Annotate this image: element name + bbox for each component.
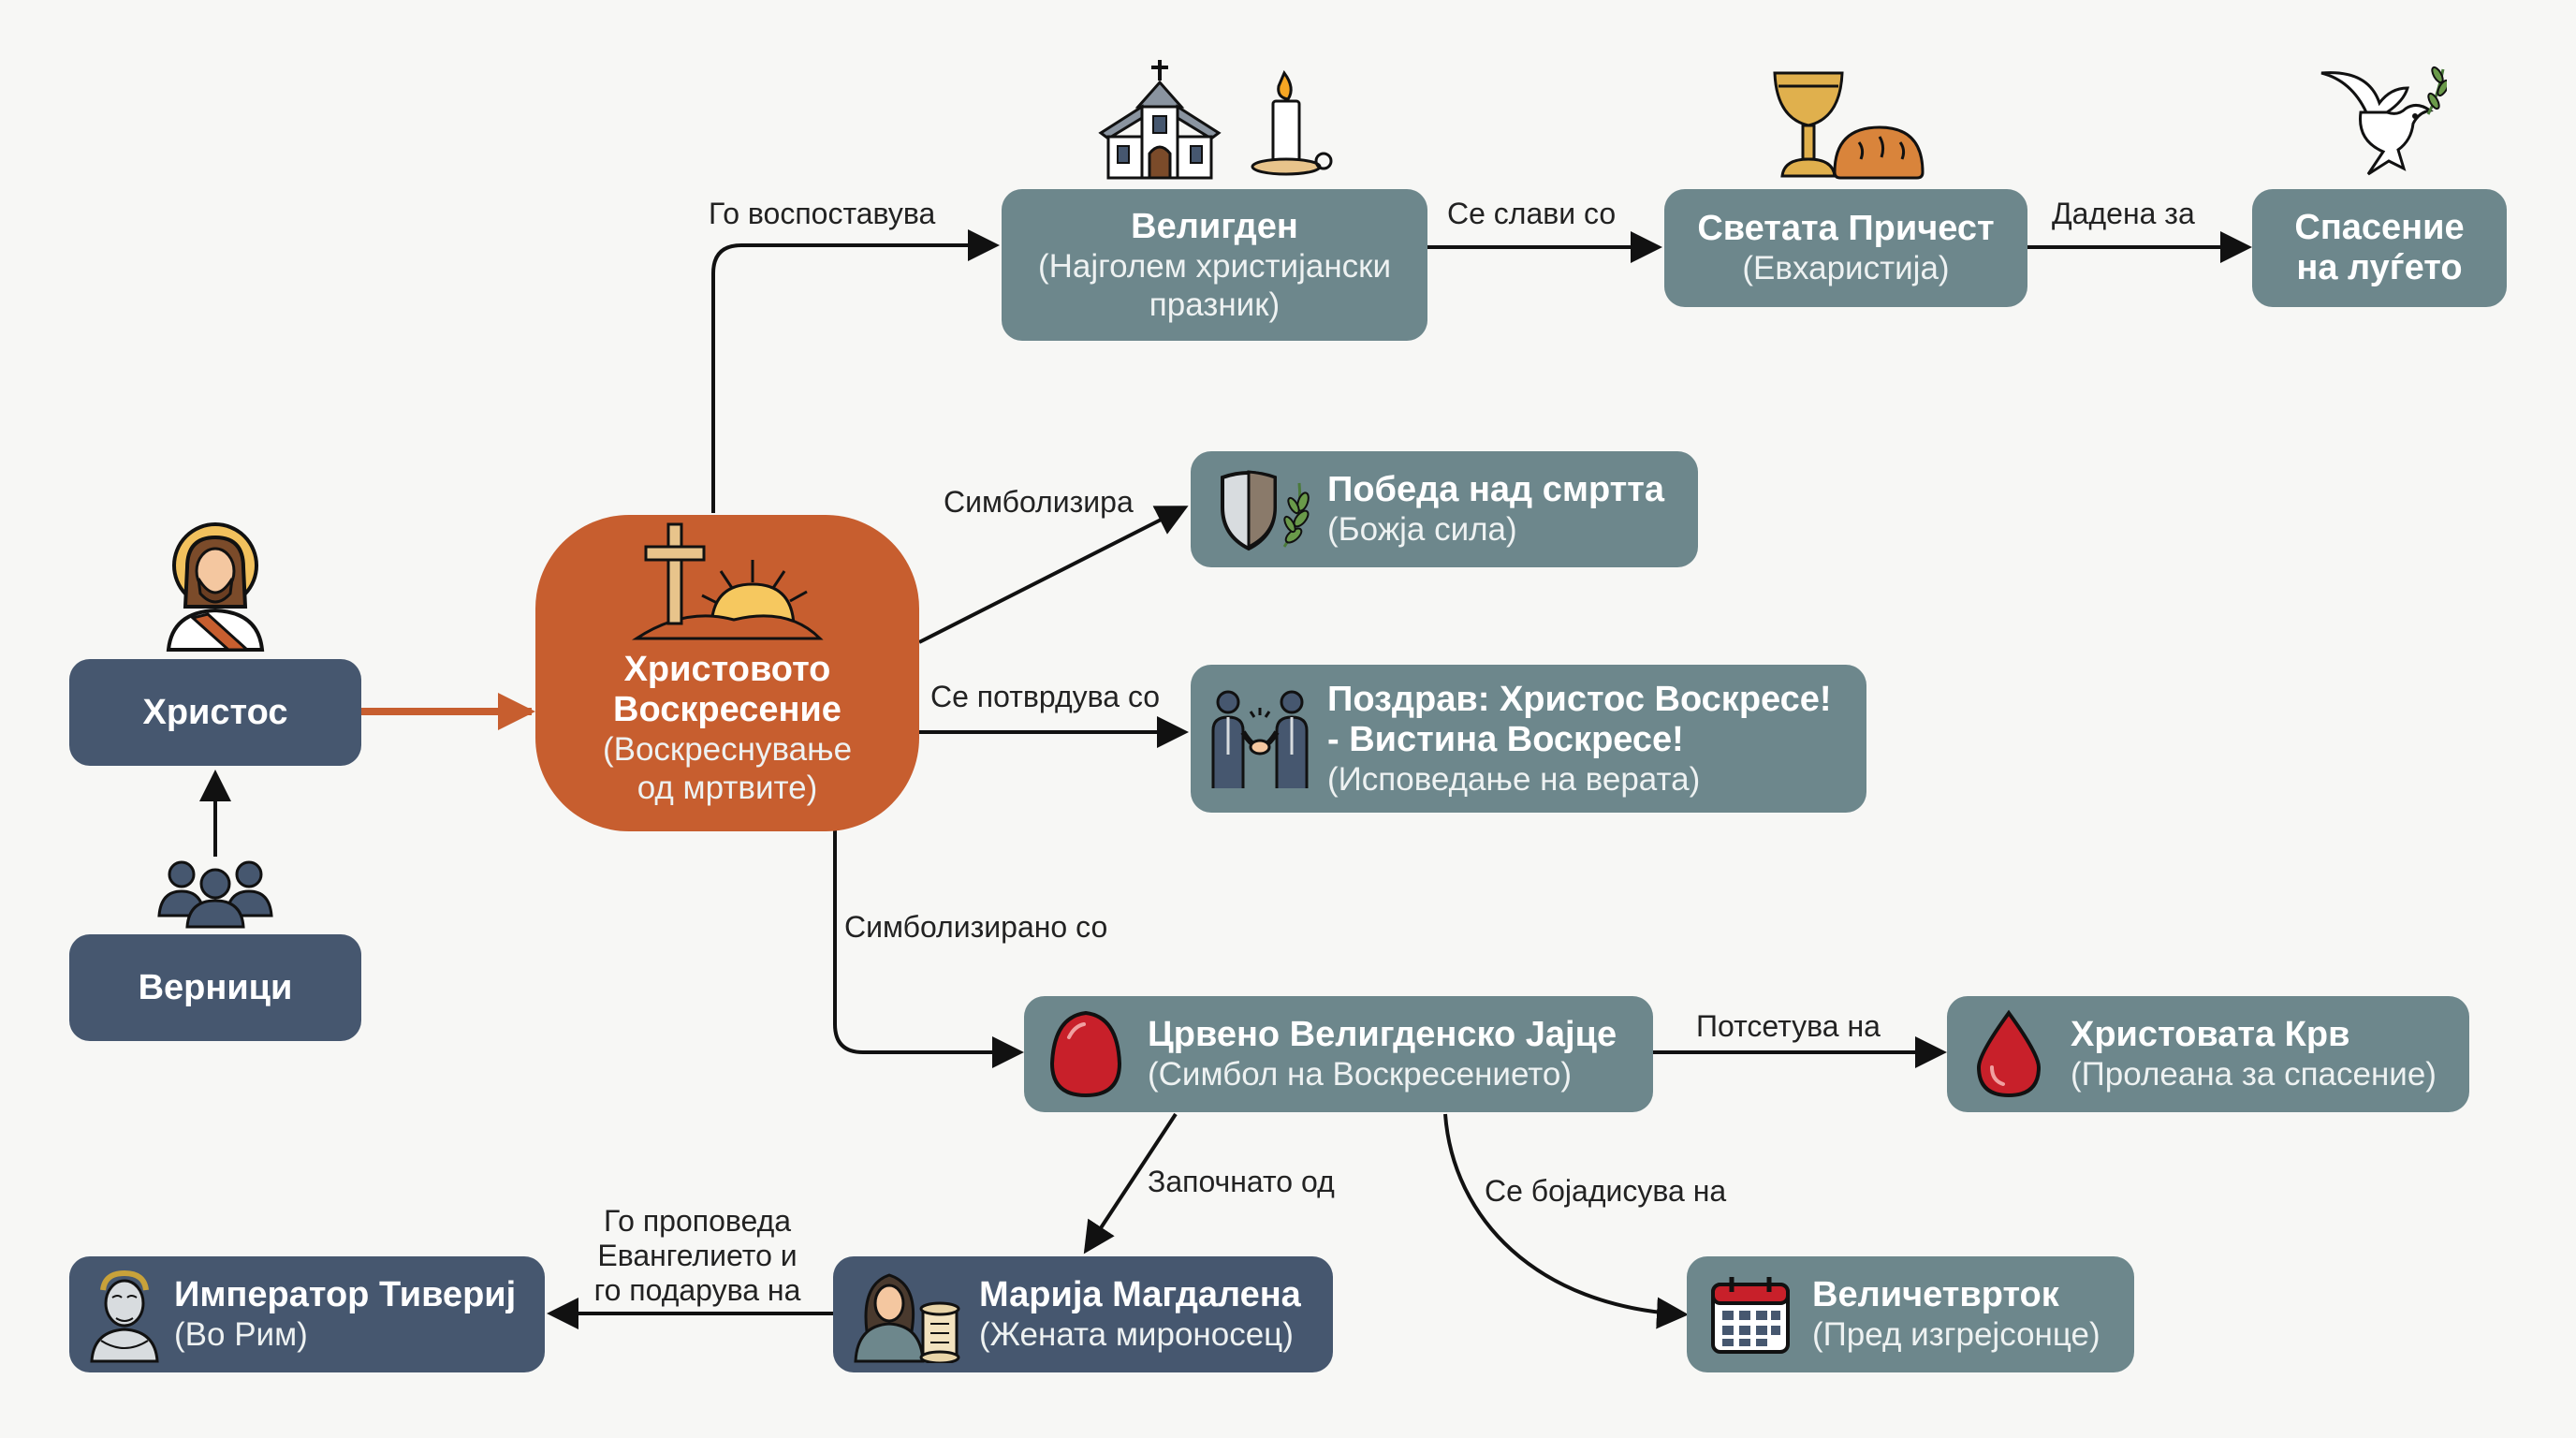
node-jajce-sub: (Симбол на Воскресението) (1148, 1056, 1573, 1093)
edge-label-simbolizirano-so: Симболизирано со (844, 910, 1108, 944)
node-spasenie-title-1: Спасение (2294, 208, 2465, 247)
node-spasenie-title-2: на луѓето (2296, 248, 2463, 287)
node-vernici-title: Верници (138, 967, 293, 1007)
node-jajce[interactable]: Црвено Велигденско Јајце (Симбол на Воск… (1024, 996, 1653, 1112)
node-voskresenie-sub-1: (Воскреснување (602, 731, 853, 768)
dove-icon (2320, 66, 2447, 176)
node-hristos-title: Христос (142, 692, 288, 732)
red-egg-icon (1049, 1010, 1122, 1098)
node-krv-title: Христовата Крв (2071, 1015, 2350, 1054)
node-voskresenie-title-1: Христовото (623, 650, 831, 689)
node-velichetvrtok[interactable]: Величетврток (Пред изгрејсонце) (1687, 1256, 2134, 1372)
node-pozdrav-sub: (Исповедање на верата) (1327, 760, 1701, 798)
node-pozdrav-title-1: Поздрав: Христос Воскресе! (1327, 679, 1832, 719)
node-jajce-title: Црвено Велигденско Јајце (1148, 1015, 1617, 1054)
node-tiberij-title: Император Тивериј (174, 1275, 517, 1314)
shield-laurel-icon (1221, 470, 1310, 551)
people-icon (157, 860, 273, 929)
node-prichest[interactable]: Светата Причест (Евхаристија) (1664, 189, 2027, 307)
node-spasenie[interactable]: Спасение на луѓето (2252, 189, 2507, 307)
node-prichest-title: Светата Причест (1697, 209, 1995, 248)
node-pozdrav-title-2: - Вистина Воскресе! (1327, 719, 1684, 759)
edge-label-go-propoveda: Го проповеда Евангелието и го подарува н… (593, 1204, 801, 1307)
handshake-icon (1211, 690, 1309, 788)
node-veligden-sub-1: (Најголем христијански (1037, 247, 1392, 285)
node-pozdrav[interactable]: Поздрав: Христос Воскресе! - Вистина Вос… (1191, 665, 1866, 813)
node-veligden-title: Велигден (1131, 206, 1298, 246)
calendar-icon (1711, 1277, 1790, 1354)
blood-drop-icon (1976, 1009, 2042, 1098)
edge-jajce-velichetvrtok (1443, 1113, 1689, 1329)
node-hristos[interactable]: Христос (69, 659, 361, 766)
node-krv[interactable]: Христовата Крв (Пролеана за спасение) (1947, 996, 2469, 1112)
node-vernici[interactable]: Верници (69, 934, 361, 1041)
node-tiberij-sub: (Во Рим) (174, 1316, 308, 1353)
edge-label-simbolizira: Симболизира (944, 485, 1134, 519)
node-tiberij[interactable]: Император Тивериј (Во Рим) (69, 1256, 545, 1372)
church-icon (1098, 60, 1222, 180)
node-marija-title: Марија Магдалена (979, 1275, 1301, 1314)
node-velichetvrtok-sub: (Пред изгрејсонце) (1812, 1316, 2100, 1353)
edge-voskresenie-jajce (833, 822, 1024, 1068)
edge-voskresenie-pobeda (918, 506, 1189, 644)
node-voskresenie-title-2: Воскресение (613, 690, 842, 729)
woman-scroll-icon (854, 1273, 960, 1363)
node-prichest-sub: (Евхаристија) (1742, 250, 1950, 286)
edge-jajce-marija (1083, 1112, 1178, 1255)
cross-sunrise-icon (631, 522, 824, 640)
edge-label-potsetuva-na: Потсетува на (1696, 1009, 1881, 1043)
node-pobeda[interactable]: Победа над смртта (Божја сила) (1191, 451, 1698, 567)
chalice-icon (1773, 71, 1844, 178)
edge-label-se-slavi-so: Се слави со (1447, 197, 1617, 230)
node-krv-sub: (Пролеана за спасение) (2071, 1056, 2437, 1093)
node-pobeda-sub: (Божја сила) (1327, 511, 1517, 548)
edge-label-se-bojadisuva-na: Се бојадисува на (1485, 1174, 1727, 1208)
node-voskresenie[interactable]: Христовото Воскресение (Воскреснување од… (535, 515, 919, 831)
edge-label-se-potvrduva-so: Се потврдува со (930, 680, 1161, 713)
bread-icon (1833, 125, 1925, 180)
node-marija[interactable]: Марија Магдалена (Жената мироносец) (833, 1256, 1333, 1372)
node-voskresenie-sub-2: од мртвите) (637, 770, 818, 806)
node-veligden-sub-2: празник) (1149, 286, 1281, 323)
emperor-bust-icon (90, 1269, 159, 1363)
candle-icon (1251, 70, 1333, 176)
jesus-icon (166, 522, 265, 652)
edge-voskresenie-veligden (711, 229, 1000, 513)
edge-label-go-vospostavuva: Го воспоставува (709, 197, 936, 230)
node-marija-sub: (Жената мироносец) (979, 1316, 1294, 1353)
node-veligden[interactable]: Велигден (Најголем христијански празник) (1002, 189, 1427, 341)
edge-label-zapochnato-od: Започнато од (1148, 1165, 1335, 1198)
node-velichetvrtok-title: Величетврток (1812, 1275, 2059, 1314)
node-pobeda-title: Победа над смртта (1327, 470, 1665, 509)
edge-label-dadena-za: Дадена за (2052, 197, 2195, 230)
